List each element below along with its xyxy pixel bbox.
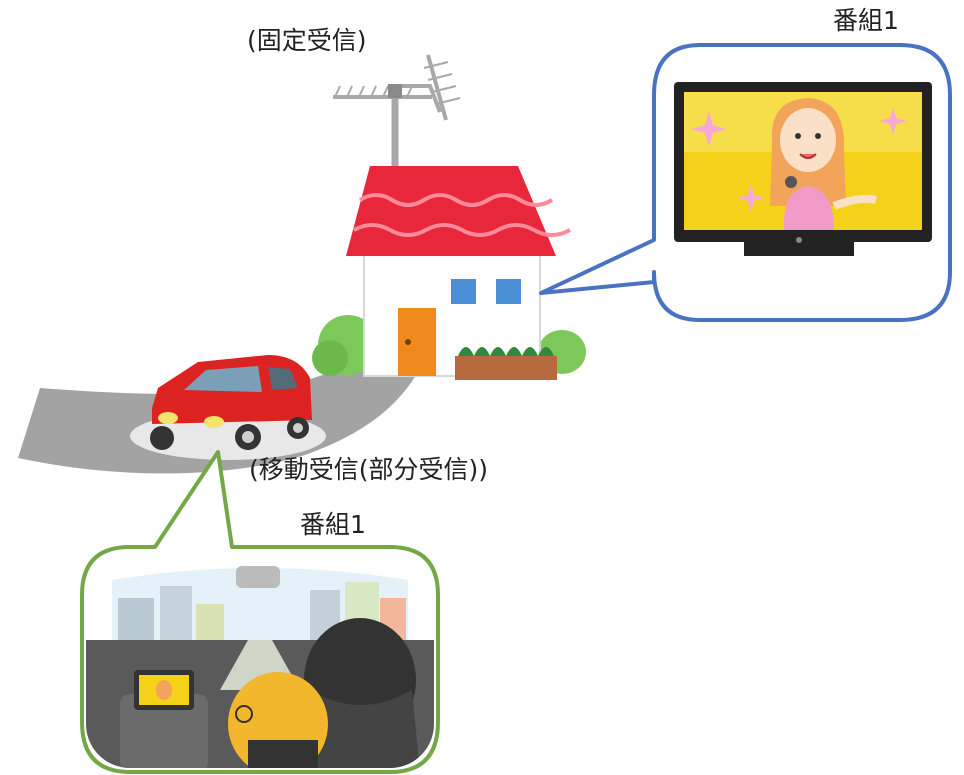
mobile-reception-label: (移動受信(部分受信))	[249, 455, 489, 484]
program-car-label: 番組1	[300, 510, 366, 539]
tv-icon	[674, 82, 932, 256]
car-icon	[150, 355, 312, 450]
program-home-label: 番組1	[833, 6, 899, 35]
fixed-reception-label: (固定受信)	[247, 26, 367, 55]
house-icon	[346, 166, 571, 380]
car-interior-icon	[86, 566, 434, 768]
antenna-icon	[333, 54, 461, 172]
